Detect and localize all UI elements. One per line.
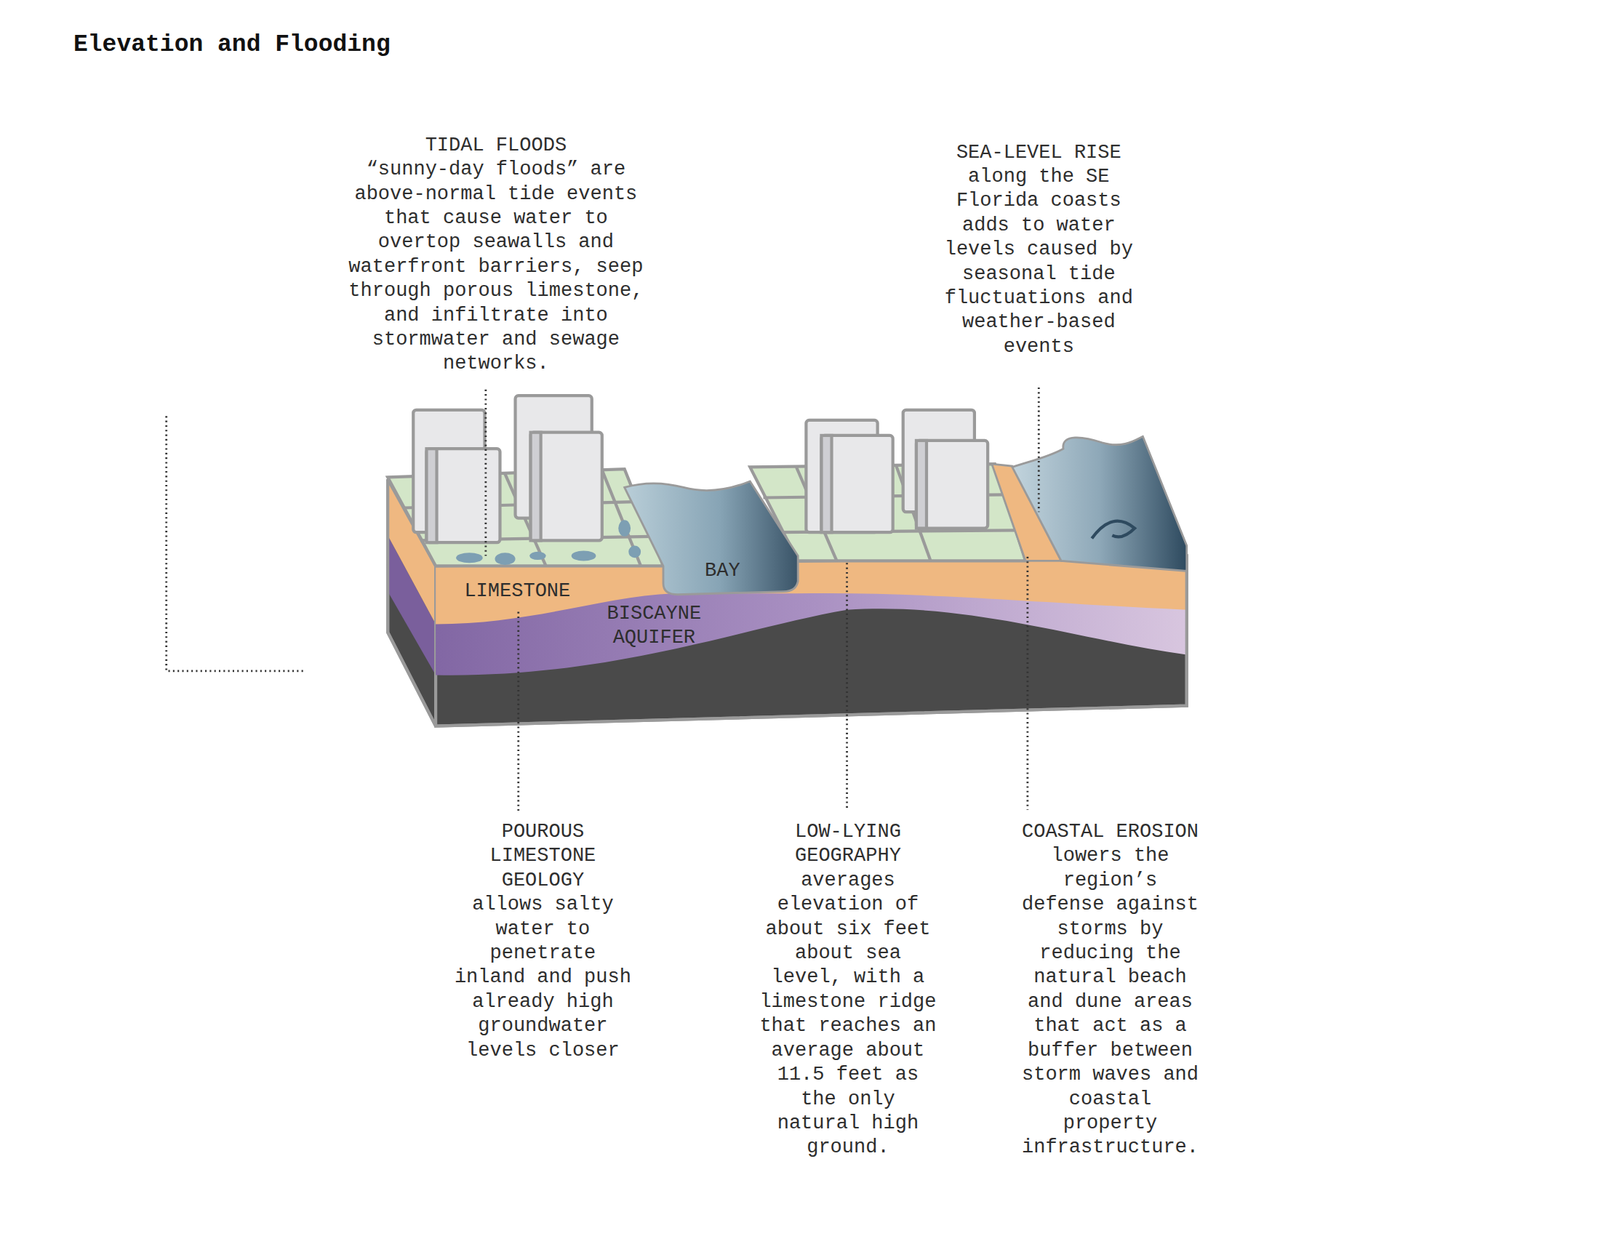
bay-water (624, 481, 799, 595)
callout-text: lowers the region’s defense against stor… (1021, 844, 1200, 1160)
callout-text: allows salty water to penetrate inland a… (453, 893, 632, 1064)
callout-heading: LOW-LYING GEOGRAPHY (758, 820, 937, 870)
diagram-title: Elevation and Flooding (73, 30, 391, 60)
callout-text: along the SE Florida coasts adds to wate… (944, 165, 1134, 360)
callout-heading: POUROUS LIMESTONE GEOLOGY (453, 820, 632, 894)
wave-curl (1091, 521, 1135, 539)
scale-bracket (166, 416, 304, 672)
callout-text: averages elevation of about six feet abo… (758, 869, 937, 1161)
layer-label: BISCAYNE AQUIFER (600, 602, 708, 651)
buildings (413, 395, 988, 543)
callout-heading: SEA-LEVEL RISE (944, 141, 1134, 166)
callout-text: “sunny-day floods” are above-normal tide… (347, 157, 644, 377)
layer-label: LIMESTONE (451, 579, 583, 604)
callout-heading: TIDAL FLOODS (347, 133, 644, 158)
callout-heading: COASTAL EROSION (1021, 820, 1200, 845)
water-label: BAY (692, 559, 753, 584)
bedrock-layer (435, 555, 1187, 726)
aquifer-layer (435, 555, 1187, 675)
